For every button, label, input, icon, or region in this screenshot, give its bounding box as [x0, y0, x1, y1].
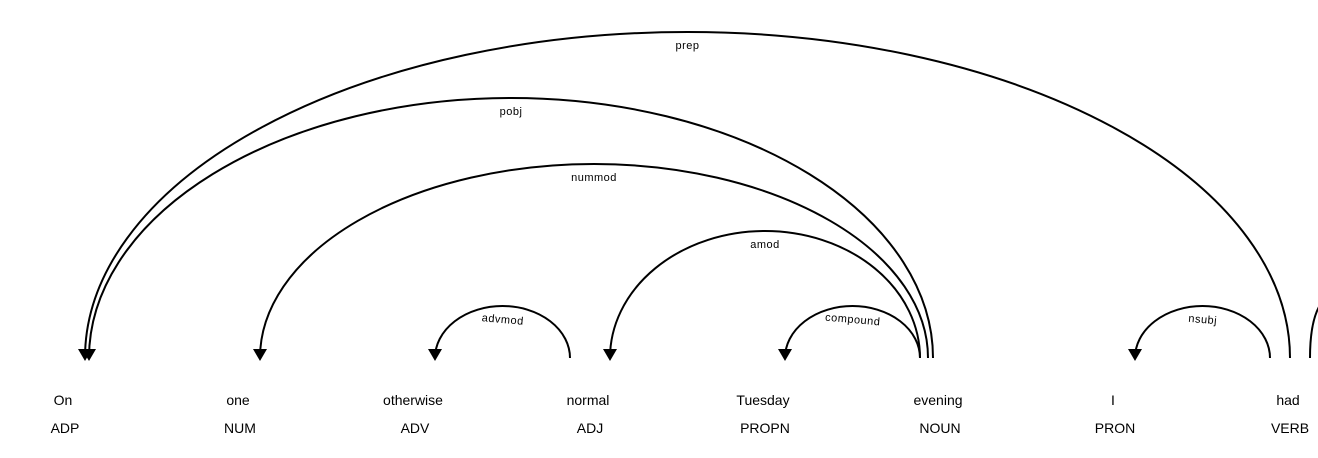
dependency-arc [88, 97, 934, 359]
arrowhead-icon [82, 349, 96, 361]
token-tag: PRON [1095, 420, 1135, 436]
arc-label: nummod [571, 172, 617, 184]
token-tag: ADP [51, 420, 80, 436]
token-tag: NUM [224, 420, 256, 436]
token-word: On [54, 392, 73, 408]
token-word: Tuesday [736, 392, 789, 408]
token-tag: PROPN [740, 420, 790, 436]
token-word: normal [567, 392, 610, 408]
arc-label: pobj [500, 106, 523, 118]
arrowhead-icon [253, 349, 267, 361]
dependency-arc [609, 230, 921, 359]
dependency-arc [259, 163, 929, 359]
arc-label: amod [750, 239, 780, 251]
arrowhead-icon [1128, 349, 1142, 361]
arrowhead-icon [778, 349, 792, 361]
token-word: one [226, 392, 250, 408]
token-tag: ADJ [577, 420, 603, 436]
arrowhead-icon [603, 349, 617, 361]
token-word: otherwise [383, 392, 443, 408]
arcs-layer: prep pobj nummod advmod amod compound nsubj [78, 31, 1318, 361]
dependency-arc [434, 305, 571, 359]
arc-label: compound [825, 312, 881, 329]
token-tag: VERB [1271, 420, 1309, 436]
token-word: evening [913, 392, 962, 408]
arc-label: nsubj [1188, 313, 1218, 327]
arc-label: advmod [481, 312, 524, 328]
token-word: had [1276, 392, 1299, 408]
dependency-arc [784, 305, 921, 359]
arrowhead-icon [428, 349, 442, 361]
dependency-arc [1134, 305, 1271, 359]
token-tag: ADV [401, 420, 430, 436]
token-word: I [1111, 392, 1115, 408]
dependency-arc [84, 31, 1291, 359]
arc-label: prep [675, 40, 699, 52]
token-tag: NOUN [919, 420, 960, 436]
offscreen-arc-fragment [1309, 306, 1318, 359]
